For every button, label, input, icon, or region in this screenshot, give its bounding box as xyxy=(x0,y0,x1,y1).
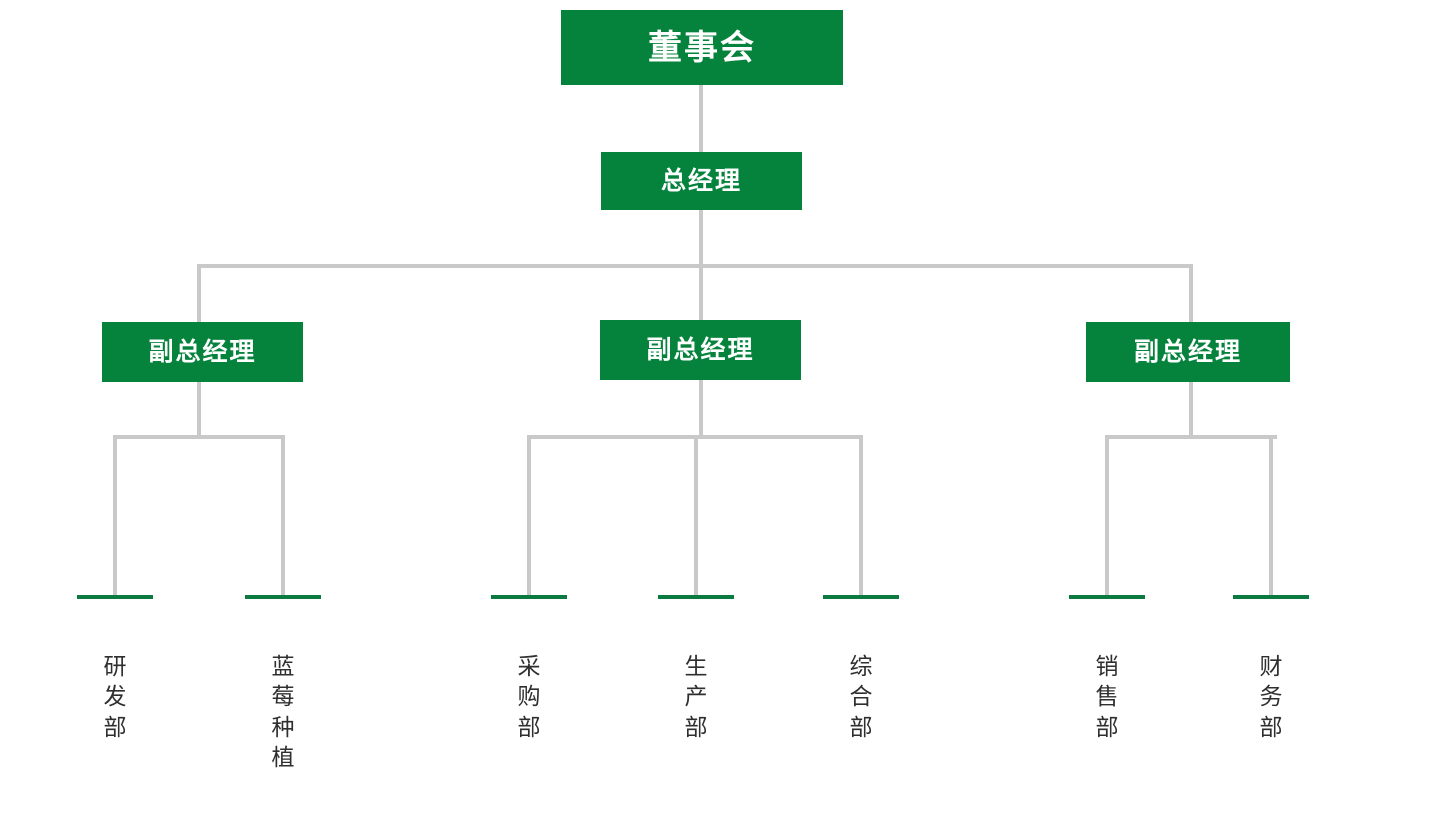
connector-middle-bus-to-general-affairs xyxy=(859,435,863,599)
leaf-label-sales: 销售部 xyxy=(1095,653,1119,740)
connector-right-bus-to-finance xyxy=(1269,435,1273,599)
leaf-label-purchasing: 采购部 xyxy=(517,653,541,740)
connector-middle-bus-to-purchasing xyxy=(527,435,531,599)
leaf-label-blueberry: 蓝莓种植 xyxy=(271,653,295,771)
leaf-rule-purchasing xyxy=(491,595,567,599)
leaf-rule-general-affairs xyxy=(823,595,899,599)
connector-board-to-gm xyxy=(699,85,703,165)
node-general-manager[interactable]: 总经理 xyxy=(601,152,802,210)
node-general-manager-label: 总经理 xyxy=(660,166,742,195)
connector-bus-to-vgm-right xyxy=(1189,264,1193,324)
node-deputy-general-manager-left[interactable]: 副总经理 xyxy=(102,322,303,382)
node-deputy-general-manager-middle-label: 副总经理 xyxy=(646,335,755,364)
leaf-label-rd: 研发部 xyxy=(103,653,127,740)
leaf-label-finance: 财务部 xyxy=(1259,653,1283,740)
leaf-rule-production xyxy=(658,595,734,599)
node-board-of-directors-label: 董事会 xyxy=(648,28,756,67)
leaf-general-affairs-department[interactable]: 综合部 xyxy=(823,595,899,742)
connector-middle-bus-to-production xyxy=(694,435,698,599)
node-deputy-general-manager-left-label: 副总经理 xyxy=(148,337,257,366)
leaf-rule-finance xyxy=(1233,595,1309,599)
leaf-production-department[interactable]: 生产部 xyxy=(658,595,734,742)
connector-vgm-right-stem xyxy=(1189,382,1193,439)
connector-left-bus-to-blueberry xyxy=(281,435,285,599)
connector-vgm-left-stem xyxy=(197,382,201,439)
leaf-blueberry-planting[interactable]: 蓝莓种植 xyxy=(245,595,321,772)
connector-vgm-middle-stem xyxy=(699,380,703,439)
leaf-label-general-affairs: 综合部 xyxy=(849,653,873,740)
leaf-finance-department[interactable]: 财务部 xyxy=(1233,595,1309,742)
leaf-rule-blueberry xyxy=(245,595,321,599)
connector-vgm-right-bus xyxy=(1105,435,1277,439)
node-deputy-general-manager-right-label: 副总经理 xyxy=(1133,337,1242,366)
connector-gm-bus xyxy=(197,264,1193,268)
leaf-rd-department[interactable]: 研发部 xyxy=(77,595,153,742)
leaf-label-production: 生产部 xyxy=(684,653,708,740)
connector-right-bus-to-sales xyxy=(1105,435,1109,599)
connector-bus-to-vgm-middle xyxy=(699,264,703,322)
leaf-purchasing-department[interactable]: 采购部 xyxy=(491,595,567,742)
node-deputy-general-manager-middle[interactable]: 副总经理 xyxy=(600,320,801,380)
connector-gm-stem xyxy=(699,210,703,268)
leaf-rule-sales xyxy=(1069,595,1145,599)
node-deputy-general-manager-right[interactable]: 副总经理 xyxy=(1086,322,1290,382)
connector-left-bus-to-rd xyxy=(113,435,117,599)
leaf-sales-department[interactable]: 销售部 xyxy=(1069,595,1145,742)
leaf-rule-rd xyxy=(77,595,153,599)
connector-vgm-left-bus xyxy=(113,435,285,439)
node-board-of-directors[interactable]: 董事会 xyxy=(561,10,843,85)
connector-bus-to-vgm-left xyxy=(197,264,201,324)
